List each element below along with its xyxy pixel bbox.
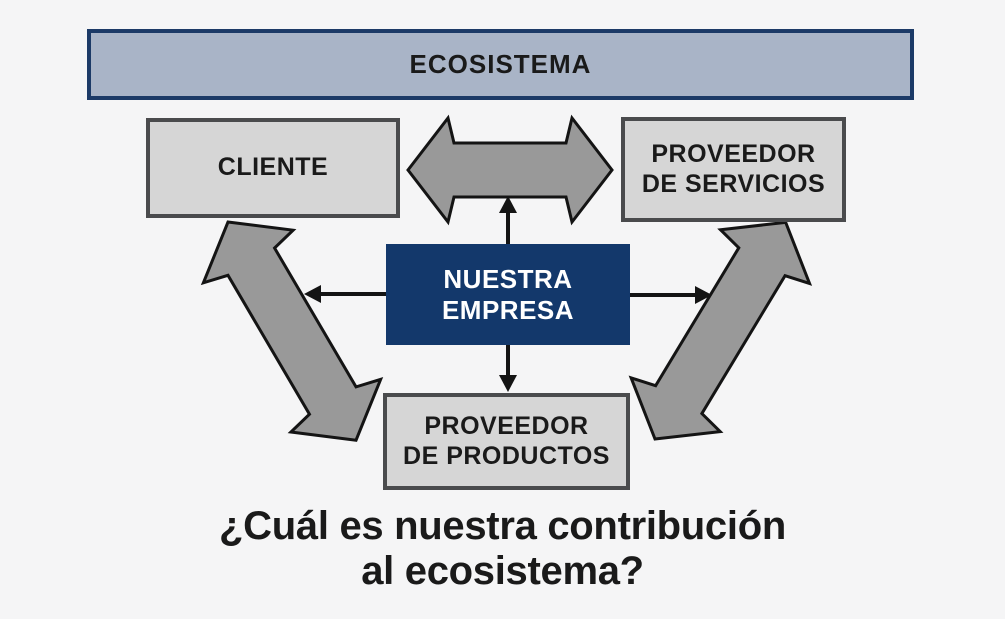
- proveedor-productos-label: PROVEEDOR DE PRODUCTOS: [403, 412, 610, 470]
- proveedor-servicios-box: PROVEEDOR DE SERVICIOS: [621, 117, 846, 222]
- cliente-label: CLIENTE: [217, 153, 329, 182]
- nuestra-empresa-label: NUESTRA EMPRESA: [441, 263, 575, 325]
- arrow-down-icon: [499, 344, 517, 392]
- proveedor-productos-box: PROVEEDOR DE PRODUCTOS: [383, 393, 630, 490]
- double-arrow-servicios-productos-icon: [628, 220, 813, 441]
- question-text: ¿Cuál es nuestra contribución al ecosist…: [219, 504, 786, 594]
- arrow-left-icon: [304, 285, 387, 303]
- double-arrow-cliente-servicios-icon: [406, 114, 614, 226]
- arrow-right-icon: [629, 286, 712, 304]
- cliente-box: CLIENTE: [146, 118, 400, 218]
- double-arrow-cliente-productos-icon: [200, 220, 384, 442]
- arrow-up-icon: [499, 196, 517, 246]
- ecosistema-banner: ECOSISTEMA: [87, 29, 914, 100]
- ecosistema-banner-label: ECOSISTEMA: [409, 49, 592, 79]
- proveedor-servicios-label: PROVEEDOR DE SERVICIOS: [641, 140, 826, 198]
- nuestra-empresa-box: NUESTRA EMPRESA: [386, 244, 630, 345]
